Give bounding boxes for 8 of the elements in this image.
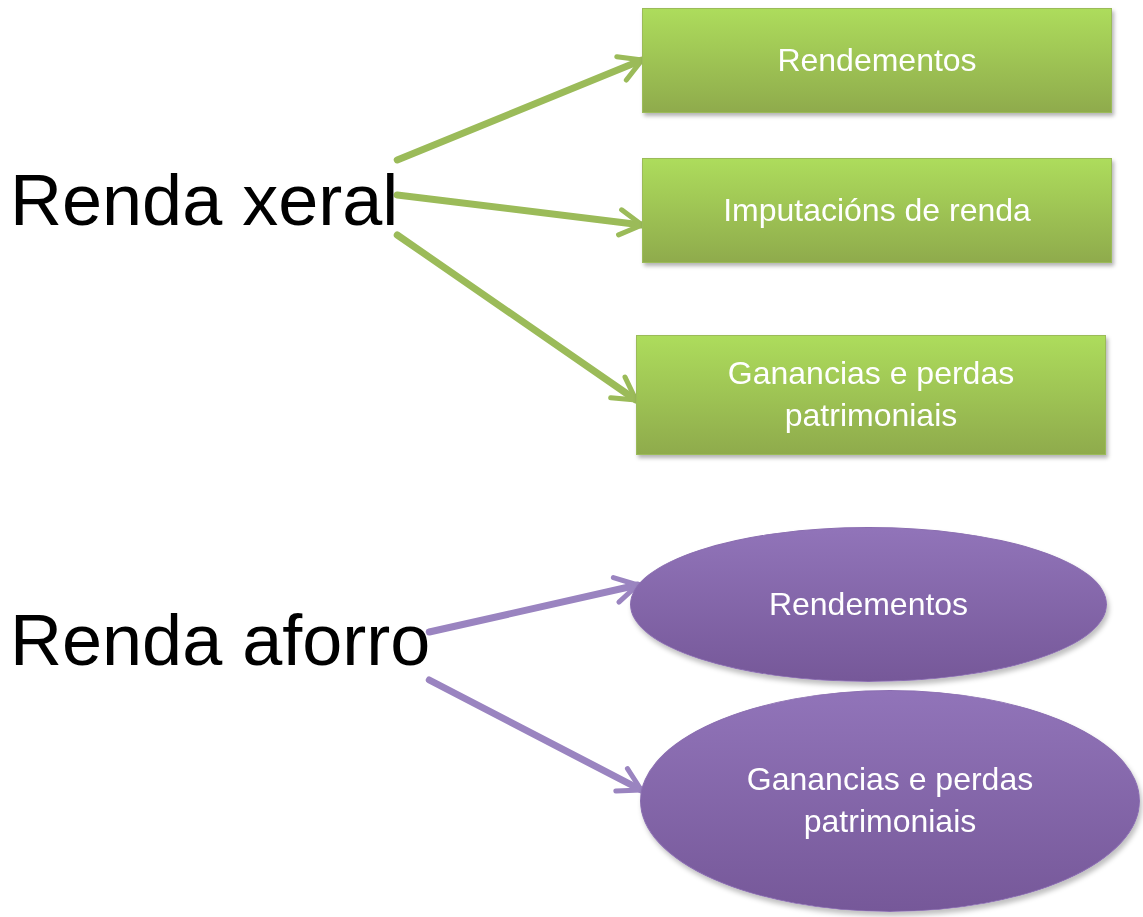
category-box: Rendementos bbox=[642, 8, 1112, 113]
arrow bbox=[425, 575, 642, 636]
heading-text: Renda aforro bbox=[10, 599, 431, 681]
category-ellipse: Rendementos bbox=[630, 527, 1107, 682]
category-box: Imputacións de renda bbox=[642, 158, 1112, 263]
category-box: Ganancias e perdas patrimoniais bbox=[636, 335, 1106, 455]
heading-text: Renda xeral bbox=[10, 159, 399, 241]
category-ellipse: Ganancias e perdas patrimoniais bbox=[640, 690, 1140, 912]
